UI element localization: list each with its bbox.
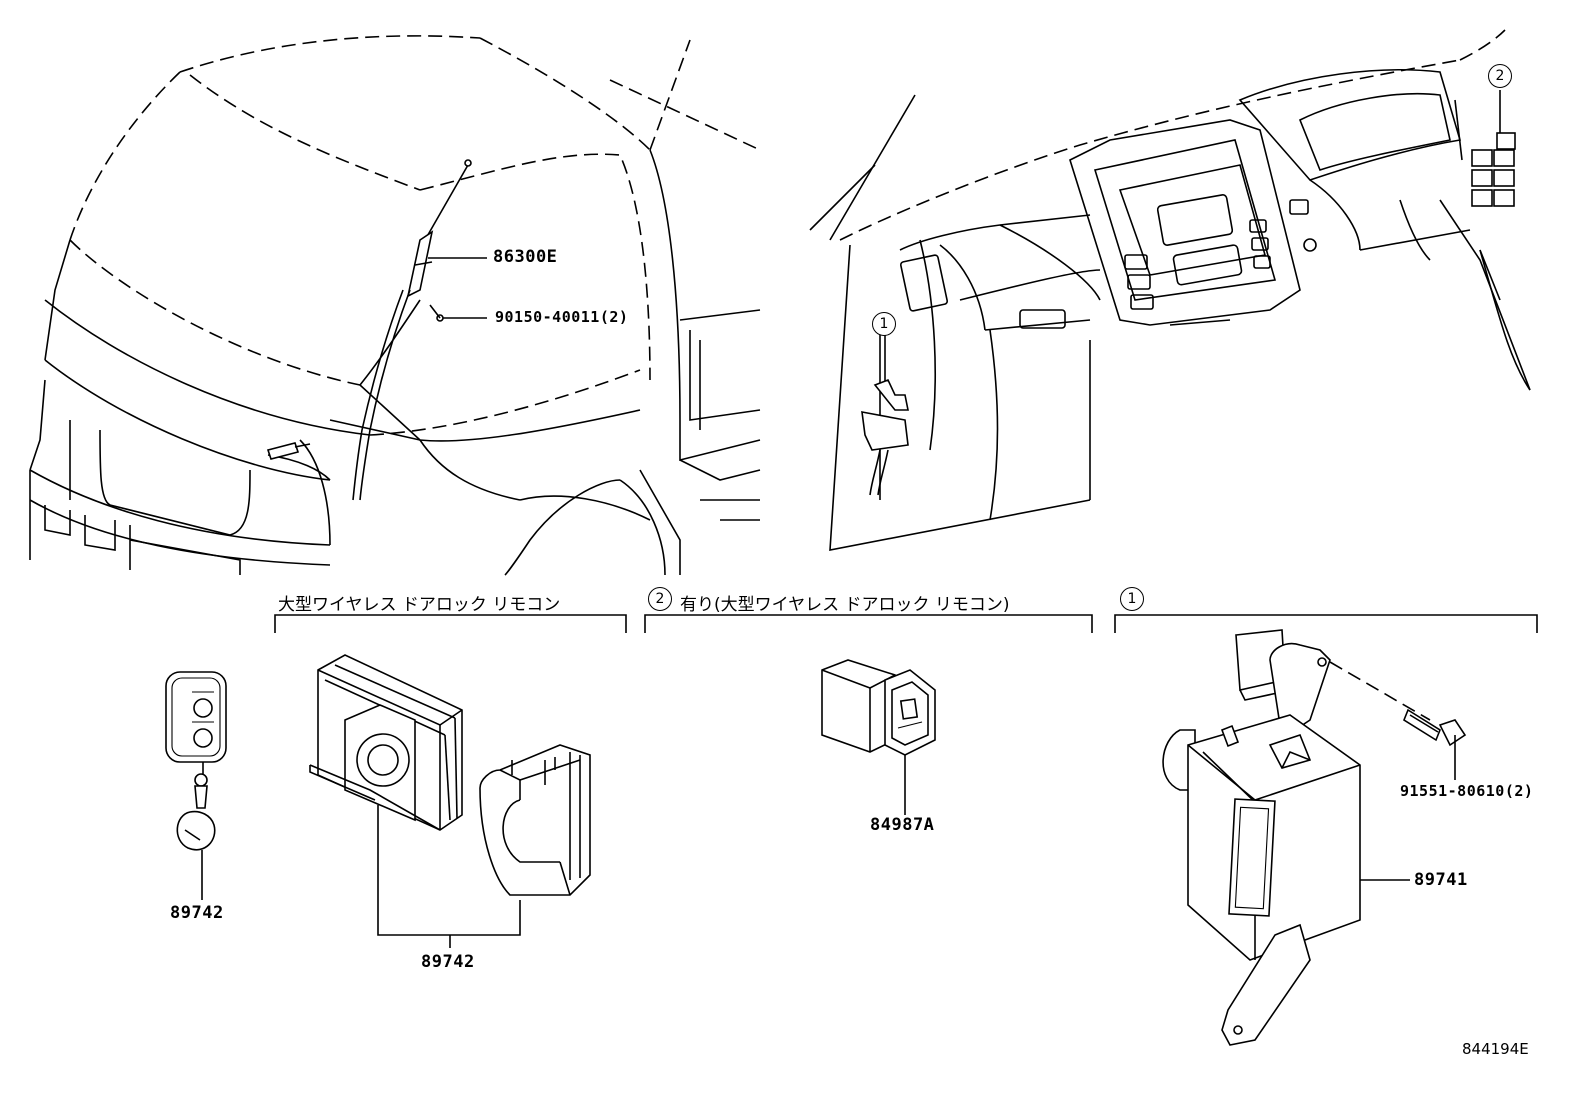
- section-brackets: [274, 614, 1538, 633]
- transmitter-fob-illustration: [165, 671, 227, 900]
- callout-2-header: 2: [648, 587, 672, 611]
- section-header-with-wireless-remote: 有り(大型ワイヤレス ドアロック リモコン): [680, 595, 1010, 615]
- section-header-wireless-remote: 大型ワイヤレス ドアロック リモコン: [278, 595, 561, 615]
- part-number-switch: 84987A: [870, 815, 935, 835]
- ecu-illustration: [1162, 629, 1467, 1046]
- figure-id: 844194E: [1462, 1040, 1529, 1058]
- part-number-antenna: 86300E: [493, 247, 558, 267]
- callout-1-header: 1: [1120, 587, 1144, 611]
- part-number-receiver-set: 89742: [421, 952, 475, 972]
- switch-illustration: [821, 659, 936, 815]
- dashboard-illustration: [809, 29, 1531, 551]
- callout-2-dashboard: 2: [1488, 64, 1512, 88]
- callout-1-dashboard: 1: [872, 312, 896, 336]
- truck-cab-illustration: [29, 35, 761, 576]
- leader-lines: [428, 257, 487, 319]
- receiver-set-illustration: [309, 654, 591, 948]
- part-number-ecu-bolt: 91551-80610(2): [1400, 782, 1534, 800]
- part-number-transmitter: 89742: [170, 903, 224, 923]
- part-number-ecu: 89741: [1414, 870, 1468, 890]
- part-number-antenna-screw: 90150-40011(2): [495, 308, 629, 326]
